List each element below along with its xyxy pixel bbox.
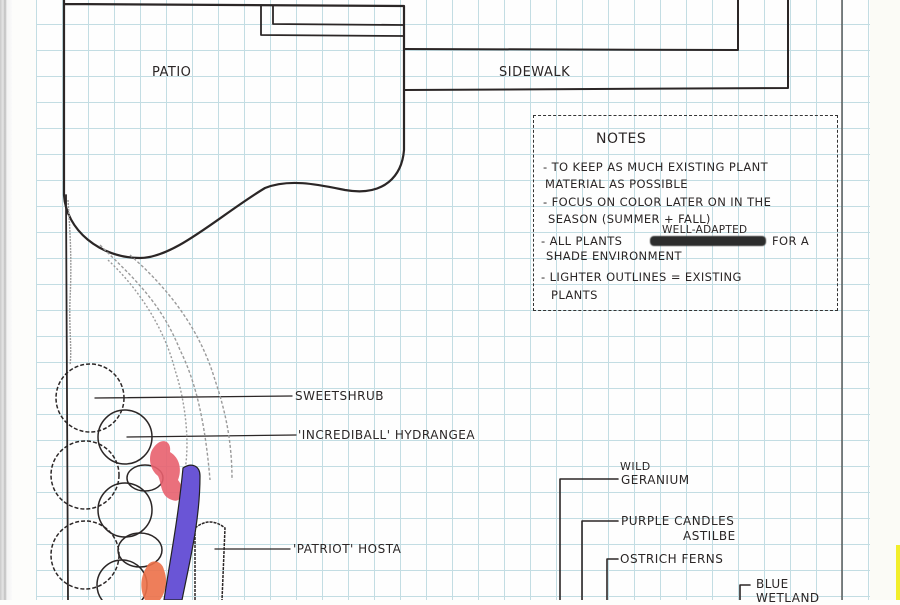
hosta-ellipse — [117, 532, 163, 568]
notes-line: SEASON (SUMMER + FALL) — [548, 212, 711, 226]
sweetshrub-label: SWEETSHRUB — [295, 389, 384, 403]
existing-plant-outline — [67, 199, 72, 366]
hydrangea-leader — [126, 434, 297, 438]
sidewalk-outline — [403, 0, 789, 91]
existing-plant-outline — [99, 244, 211, 481]
hydrangea-circle — [97, 409, 153, 465]
purple-perennial — [163, 464, 201, 600]
pink-perennial — [150, 441, 183, 501]
astilbe-leader — [581, 520, 619, 600]
existing-plant-outline — [129, 254, 233, 481]
notes-line: SHADE ENVIRONMENT — [546, 249, 682, 263]
ostrich-ferns-label: OSTRICH FERNS — [620, 552, 724, 566]
paper-margin — [870, 0, 900, 600]
notes-box — [533, 115, 838, 311]
step-outline — [260, 5, 405, 37]
hydrangea-label: 'INCREDIBALL' HYDRANGEA — [298, 428, 476, 442]
patio-outline — [62, 0, 406, 260]
left-bed-edge — [65, 194, 69, 600]
scribbled-out-word — [650, 236, 766, 246]
wild-geranium-label: WILD — [620, 460, 651, 473]
notes-title: NOTES — [596, 131, 647, 147]
notes-line: PLANTS — [551, 288, 598, 302]
notes-line: FOR A — [772, 234, 810, 248]
wild-geranium-label: GERANIUM — [621, 473, 690, 487]
notebook-page-edge — [0, 0, 12, 600]
blue-wetland-label: BLUE — [756, 577, 789, 591]
astilbe-label: PURPLE CANDLES — [621, 514, 735, 528]
orange-perennial — [141, 561, 167, 600]
notes-insertion: WELL-ADAPTED — [662, 224, 748, 236]
yellow-highlighter-mark — [896, 545, 900, 600]
astilbe-label: ASTILBE — [683, 529, 736, 543]
ostrich-ferns-leader — [606, 558, 619, 600]
notes-line: - FOCUS ON COLOR LATER ON IN THE — [543, 195, 772, 209]
notes-line: MATERIAL AS POSSIBLE — [545, 177, 688, 191]
sweetshrub-circle — [55, 363, 125, 433]
fern-outline — [194, 521, 226, 600]
notes-line: - LIGHTER OUTLINES = EXISTING — [541, 270, 742, 284]
hydrangea-circle — [96, 559, 148, 600]
notes-line: - TO KEEP AS MUCH EXISTING PLANT — [543, 160, 769, 174]
sweetshrub-circle — [50, 440, 120, 510]
blue-wetland-label: WETLAND — [756, 591, 820, 605]
notes-line: - ALL PLANTS — [541, 234, 623, 248]
hosta-label: 'PATRIOT' HOSTA — [293, 542, 402, 556]
patio-label: PATIO — [152, 65, 192, 80]
blue-wetland-leader — [739, 584, 751, 600]
sidewalk-label: SIDEWALK — [499, 65, 571, 80]
wild-geranium-leader — [559, 478, 619, 600]
sweetshrub-leader — [94, 395, 293, 399]
colored-plants — [141, 441, 201, 600]
existing-plant-outline — [107, 259, 188, 471]
